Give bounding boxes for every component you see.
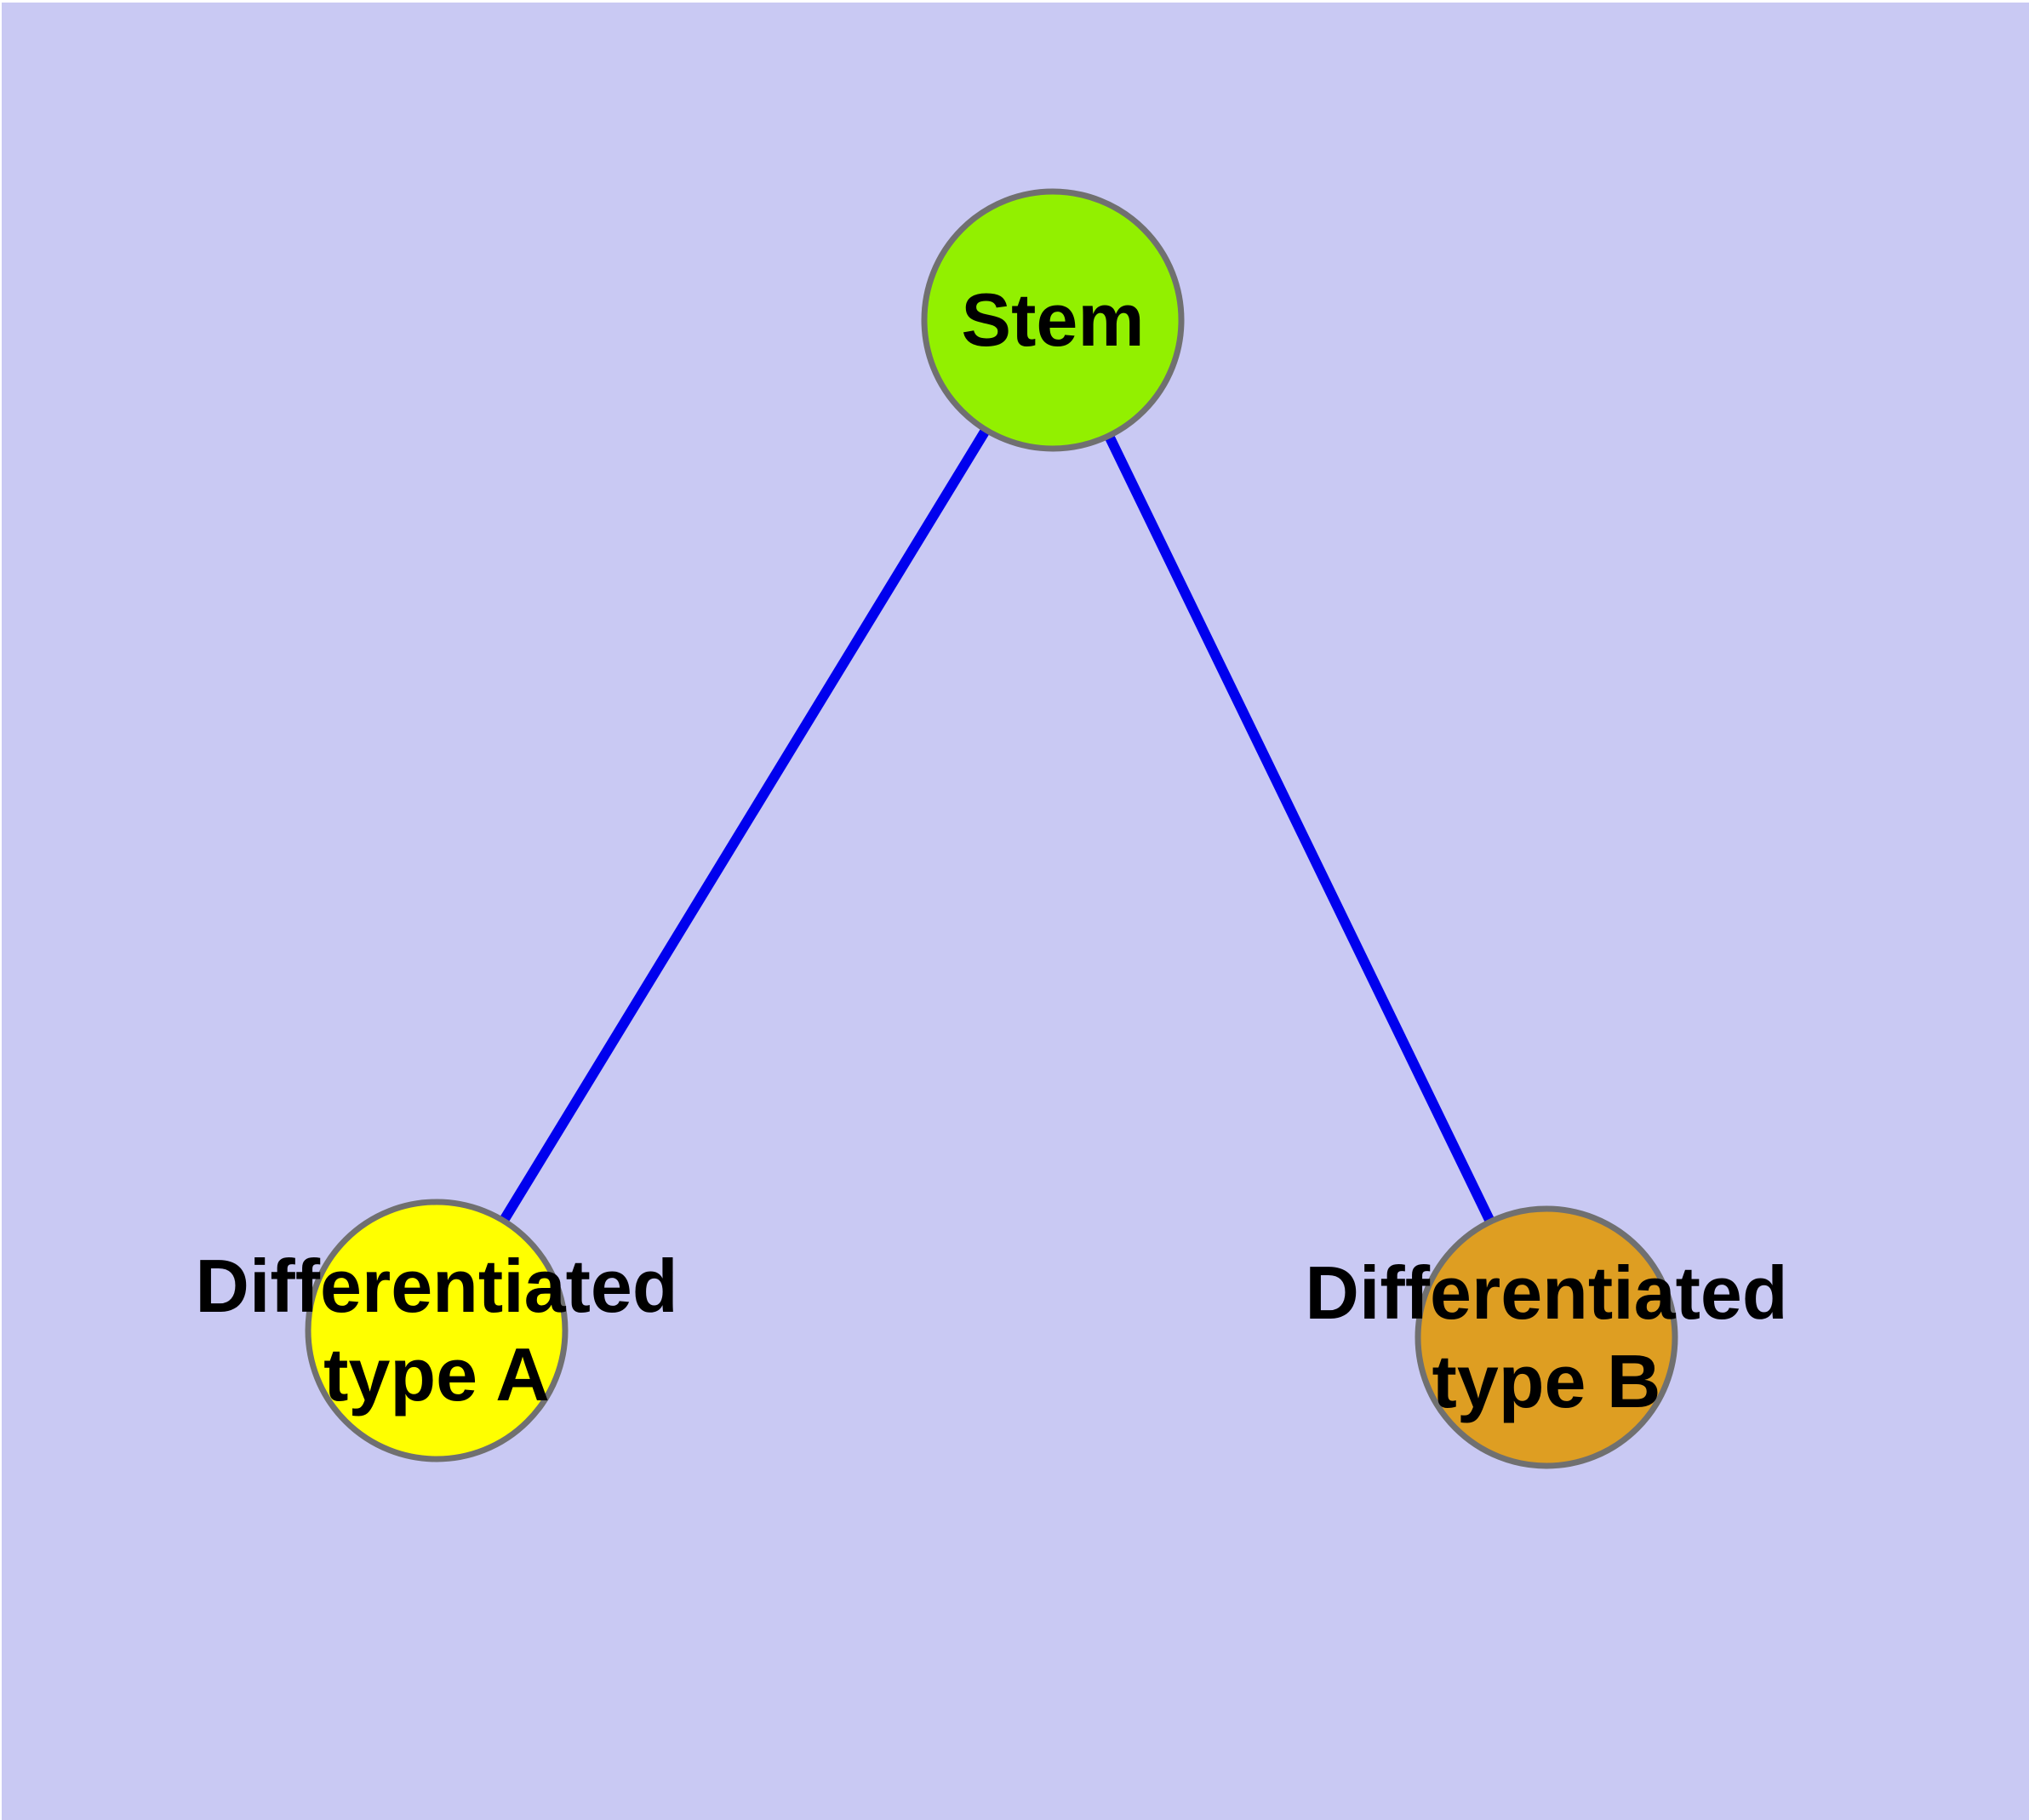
label-line: Differentiated	[195, 1244, 678, 1328]
edge-stem-to-type-b	[1048, 318, 1552, 1340]
node-type-a-circle	[305, 1199, 569, 1462]
label-line: type B	[1432, 1339, 1661, 1423]
edge-stem-to-type-a	[432, 317, 1058, 1334]
label-line: Differentiated	[1305, 1251, 1788, 1335]
node-stem-label: Stem	[961, 276, 1144, 364]
node-type-b-label: Differentiated type B	[1305, 1249, 1787, 1426]
node-stem-circle	[921, 188, 1185, 452]
node-type-b-circle	[1415, 1205, 1678, 1469]
label-line: type A	[323, 1332, 550, 1417]
node-type-a-label: Differentiated type A	[195, 1242, 677, 1419]
label-line: Stem	[961, 278, 1145, 362]
